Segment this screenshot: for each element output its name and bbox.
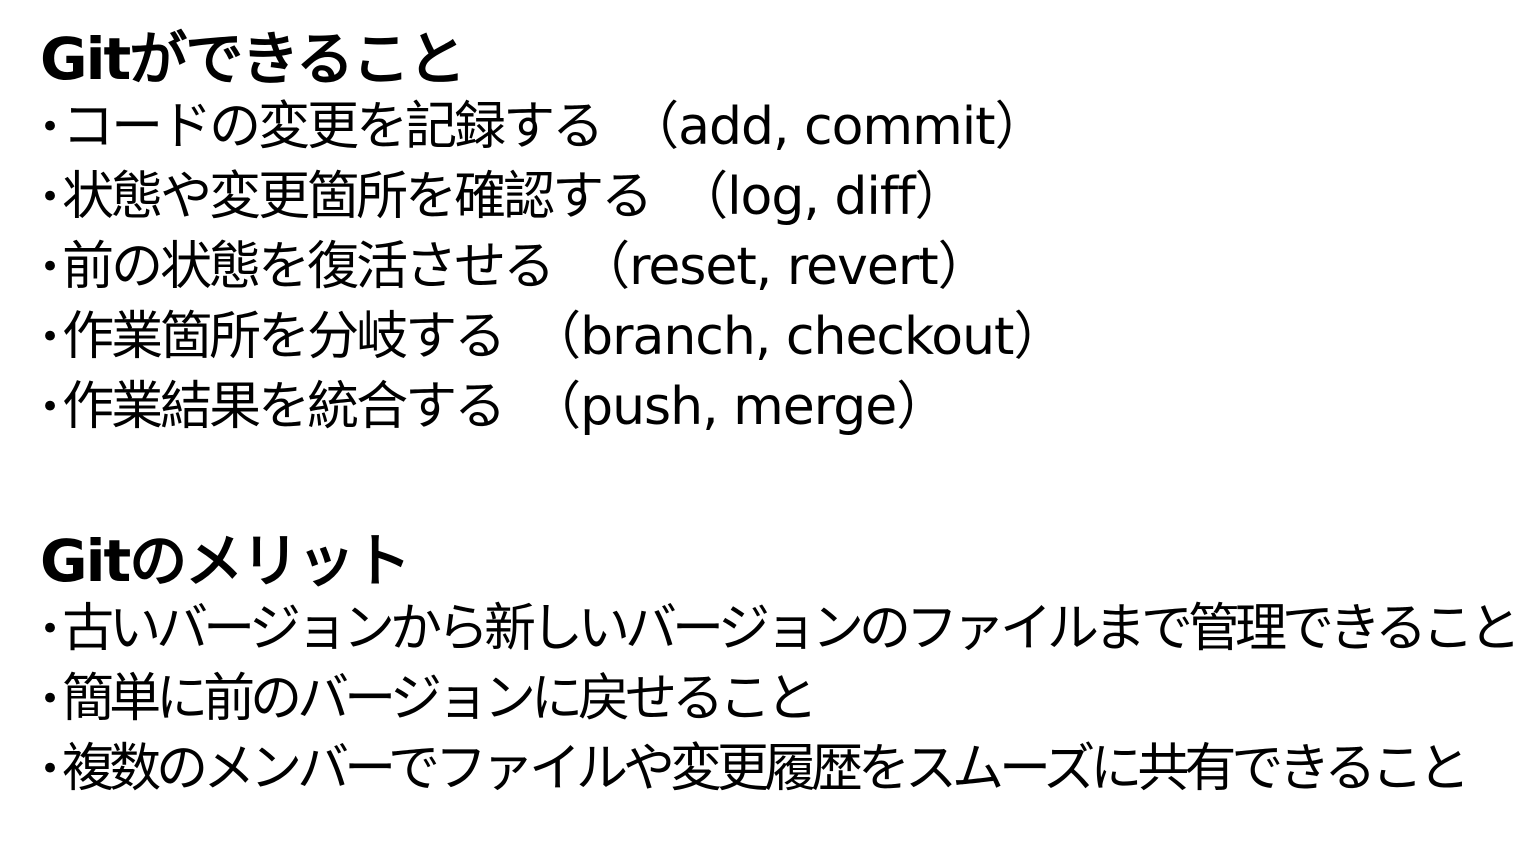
bullet-icon: • [40, 749, 61, 789]
section-title-what-git-can-do: Gitができること [40, 25, 466, 93]
bullet-icon: • [40, 679, 61, 719]
list-item: • 簡単に前のバージョンに戻せること [40, 664, 1516, 734]
list-item: • 状態や変更箇所を確認する （log, diff） [40, 162, 1064, 232]
item-commands: （log, diff） [676, 167, 966, 227]
item-text: 作業結果を統合する [62, 377, 506, 437]
item-commands: （branch, checkout） [529, 307, 1065, 367]
bullet-icon: • [40, 317, 61, 357]
capabilities-list: • コードの変更を記録する （add, commit） • 状態や変更箇所を確認… [40, 92, 1065, 442]
section-what-git-can-do: Gitができること • コードの変更を記録する （add, commit） • … [40, 25, 1065, 442]
list-item: • 複数のメンバーでファイルや変更履歴をスムーズに共有できること [40, 734, 1516, 804]
list-item: • 前の状態を復活させる （reset, revert） [40, 232, 1064, 302]
list-item: • 古いバージョンから新しいバージョンのファイルまで管理できること [40, 594, 1521, 664]
section-title-git-merits: Gitのメリット [40, 527, 411, 595]
item-text: コードの変更を記録する [62, 97, 604, 157]
bullet-icon: • [40, 177, 61, 217]
bullet-icon: • [40, 609, 61, 649]
merits-list: • 古いバージョンから新しいバージョンのファイルまで管理できること • 簡単に前… [40, 594, 1521, 804]
item-commands: （add, commit） [627, 97, 1046, 157]
item-text: 簡単に前のバージョンに戻せること [62, 669, 818, 729]
item-commands: （reset, revert） [578, 237, 990, 297]
item-text: 状態や変更箇所を確認する [62, 167, 653, 227]
bullet-icon: • [40, 107, 61, 147]
bullet-icon: • [40, 387, 61, 427]
item-text: 前の状態を復活させる [62, 237, 555, 297]
item-commands: （push, merge） [529, 377, 948, 437]
list-item: • 作業箇所を分岐する （branch, checkout） [40, 302, 1065, 372]
section-git-merits: Gitのメリット • 古いバージョンから新しいバージョンのファイルまで管理できる… [40, 527, 1521, 804]
item-text: 古いバージョンから新しいバージョンのファイルまで管理できること [62, 599, 1521, 659]
item-text: 複数のメンバーでファイルや変更履歴をスムーズに共有できること [62, 739, 1470, 799]
list-item: • 作業結果を統合する （push, merge） [40, 372, 1064, 442]
list-item: • コードの変更を記録する （add, commit） [40, 92, 1064, 162]
item-text: 作業箇所を分岐する [62, 307, 506, 367]
bullet-icon: • [40, 247, 61, 287]
